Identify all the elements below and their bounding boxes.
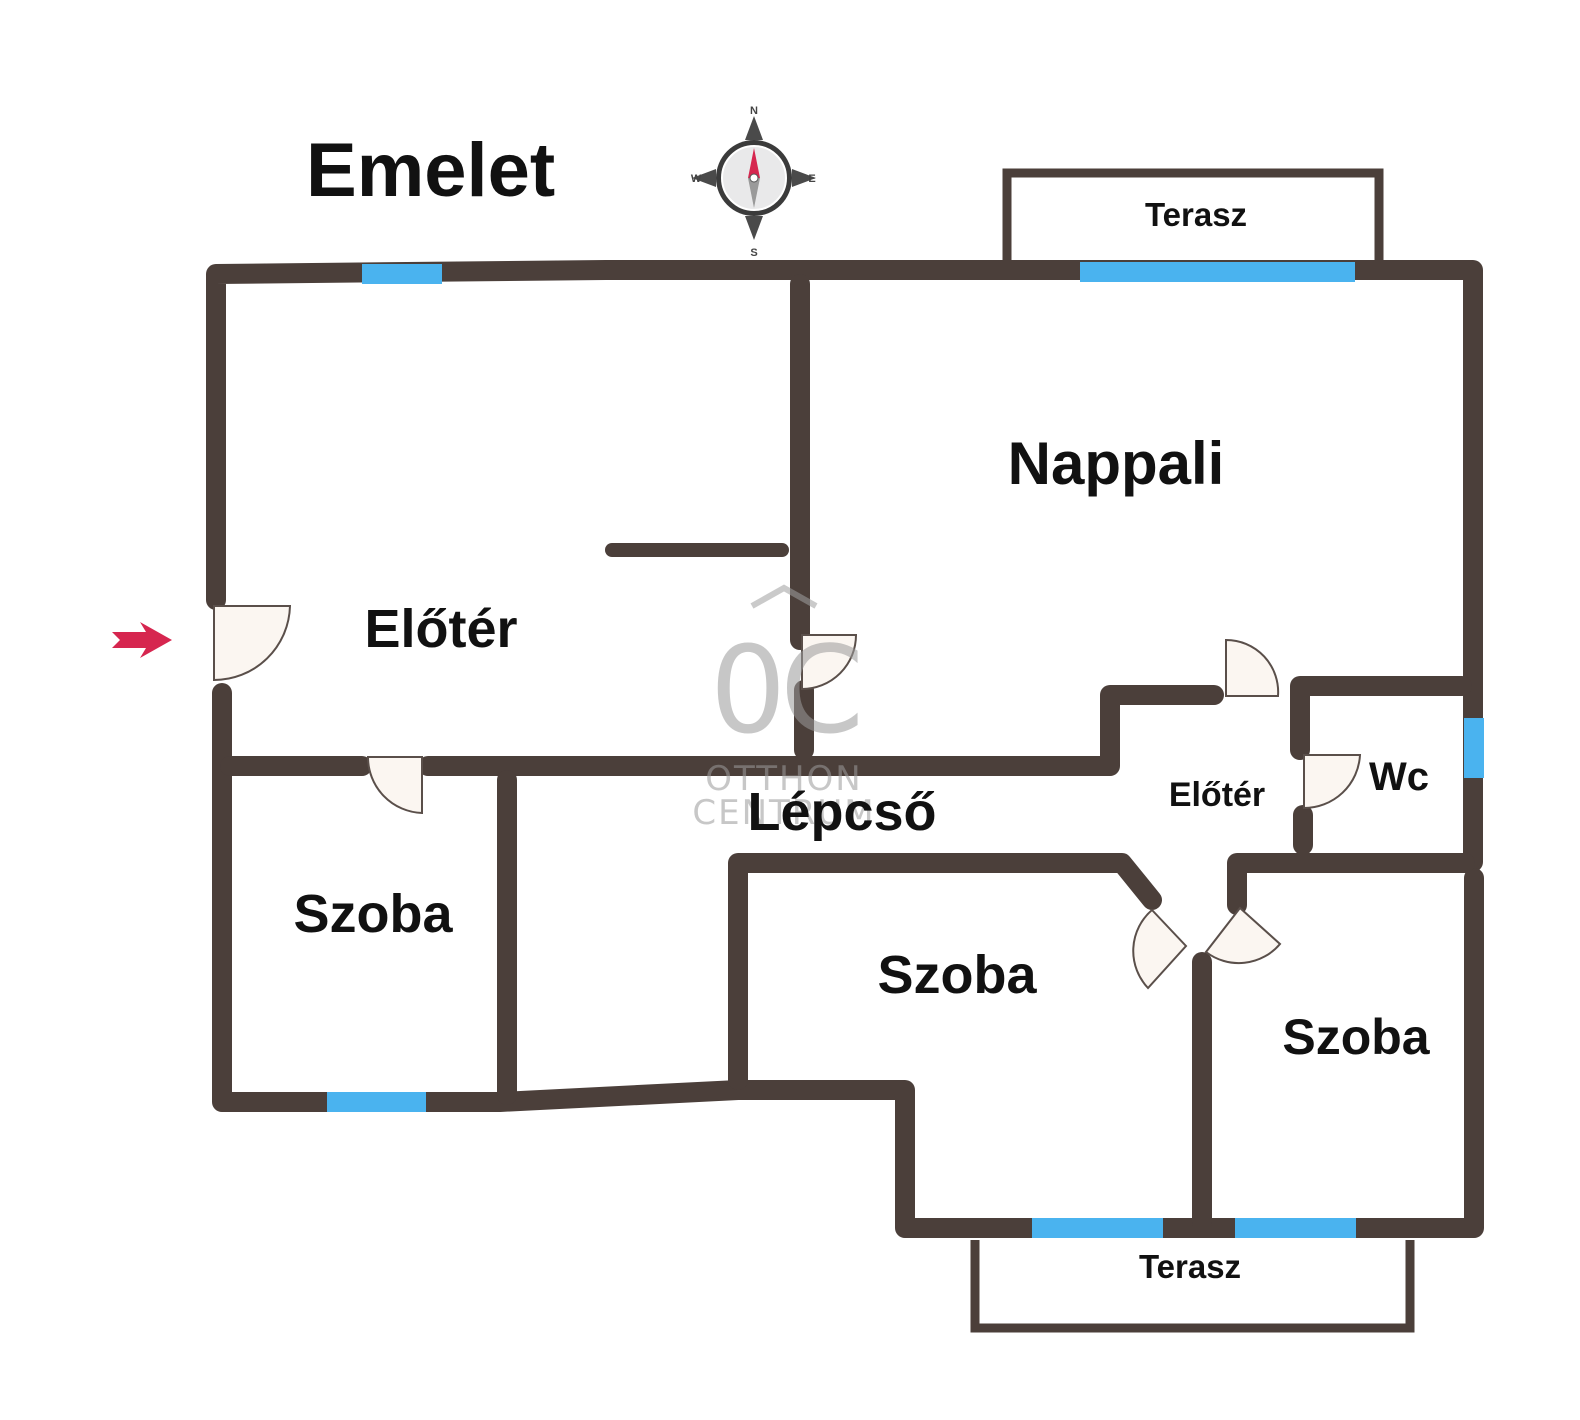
entry-arrow-icon — [112, 622, 172, 658]
door-swing-icon — [1225, 638, 1280, 697]
compass-icon: N S W E — [691, 105, 816, 259]
room-label-left: Szoba — [293, 884, 453, 944]
door-swing-icon — [213, 605, 292, 682]
door-swing-icon — [1132, 908, 1188, 990]
room-label-hall-main: Előtér — [364, 599, 517, 659]
compass-south-label: S — [750, 247, 757, 259]
svg-text:0C: 0C — [710, 622, 858, 761]
terrace-bottom-outline — [970, 1240, 1415, 1333]
watermark: 0C OTTHON CENTRUM — [692, 584, 875, 833]
room-label-staircase: Lépcső — [747, 782, 936, 842]
compass-north-label: N — [750, 105, 758, 117]
room-label-living: Nappali — [1008, 430, 1225, 497]
floor-title: Emelet — [306, 128, 555, 213]
door-swing-icon — [366, 756, 423, 815]
terrace-bottom-label: Terasz — [1139, 1248, 1241, 1285]
svg-text:CENTRUM: CENTRUM — [692, 793, 875, 833]
terrace-top-outline — [1002, 168, 1384, 265]
compass-east-label: E — [808, 173, 815, 185]
doors — [213, 605, 1362, 990]
walls — [206, 260, 1484, 1238]
windows — [327, 262, 1484, 1238]
compass-west-label: W — [691, 173, 702, 185]
room-label-middle: Szoba — [877, 945, 1037, 1005]
door-swing-icon — [1303, 754, 1362, 810]
room-label-hall-small: Előtér — [1169, 776, 1265, 814]
door-swing-icon — [1204, 906, 1282, 965]
svg-text:OTTHON: OTTHON — [705, 759, 862, 799]
room-label-right: Szoba — [1282, 1009, 1430, 1065]
room-label-wc: Wc — [1369, 755, 1429, 799]
terrace-top-label: Terasz — [1145, 196, 1247, 233]
door-swing-icon — [801, 634, 858, 691]
